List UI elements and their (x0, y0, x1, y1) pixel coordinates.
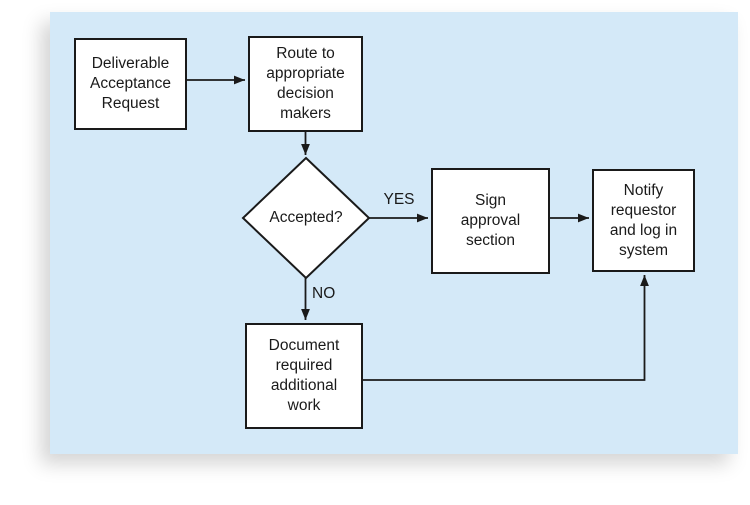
node-deliverable-acceptance-request: Deliverable Acceptance Request (74, 38, 187, 130)
node-label: Notify requestor and log in system (609, 181, 678, 259)
node-label: Sign approval section (460, 192, 521, 249)
node-route-to-decision-makers: Route to appropriate decision makers (248, 36, 363, 132)
node-label: Deliverable Acceptance Request (90, 55, 171, 112)
edge-document-to-notify (363, 275, 649, 381)
edge-label-yes: YES (383, 191, 415, 208)
node-sign-approval-section: Sign approval section (431, 168, 550, 274)
edge-label-no: NO (312, 285, 336, 302)
node-document-required-additional-work: Document required additional work (245, 323, 363, 429)
node-notify-requestor-log-system: Notify requestor and log in system (592, 169, 695, 272)
node-label: Route to appropriate decision makers (266, 45, 345, 122)
decision-diamond-shape (241, 156, 371, 280)
node-label: Document required additional work (268, 337, 340, 414)
decision-label: Accepted? (269, 209, 343, 226)
